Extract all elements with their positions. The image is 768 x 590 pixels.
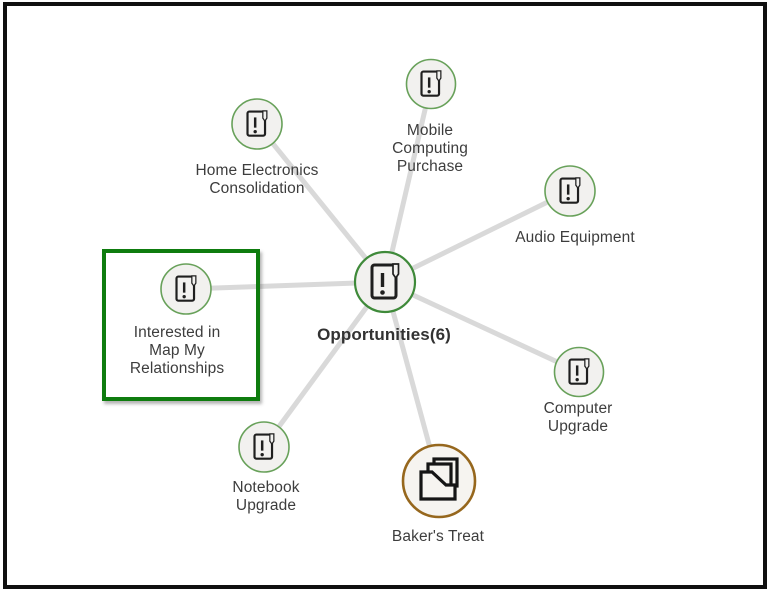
opportunity-icon: [420, 69, 443, 97]
node-bakers-treat[interactable]: [401, 443, 477, 519]
edge-line: [383, 188, 572, 285]
edge-line: [255, 122, 387, 284]
edge-line: [382, 83, 434, 283]
opportunity-icon: [370, 262, 401, 300]
node-interested-in-map-my-relationships[interactable]: [160, 263, 212, 315]
opportunity-icon: [568, 357, 591, 385]
node-label-bakers-treat: Baker's Treat: [391, 528, 485, 545]
node-mobile-computing-purchase[interactable]: [405, 58, 457, 110]
node-notebook-upgrade[interactable]: [238, 421, 290, 473]
edges: [185, 83, 581, 482]
node-label-home-electronics-consolidation: Home Electronics Consolidation: [195, 162, 319, 197]
edge-line: [185, 279, 386, 292]
opportunity-icon: [246, 109, 269, 137]
opportunity-icon: [253, 432, 276, 460]
opportunity-icon: [559, 176, 582, 204]
node-label-computer-upgrade: Computer Upgrade: [543, 400, 613, 435]
node-audio-equipment[interactable]: [544, 165, 596, 217]
edge-line: [383, 279, 581, 375]
node-home-electronics-consolidation[interactable]: [231, 98, 283, 150]
node-label-notebook-upgrade: Notebook Upgrade: [232, 479, 300, 514]
edge-line: [261, 280, 388, 449]
node-computer-upgrade[interactable]: [553, 346, 605, 398]
node-label-audio-equipment: Audio Equipment: [515, 229, 635, 246]
node-label-mobile-computing-purchase: Mobile Computing Purchase: [392, 122, 468, 175]
center-node-label: Opportunities(6): [317, 325, 451, 344]
node-label-interested-in-map-my-relationships: Interested in Map My Relationships: [129, 324, 225, 377]
node-opportunities-center[interactable]: [353, 250, 417, 314]
selection-highlight-box: [102, 249, 260, 401]
